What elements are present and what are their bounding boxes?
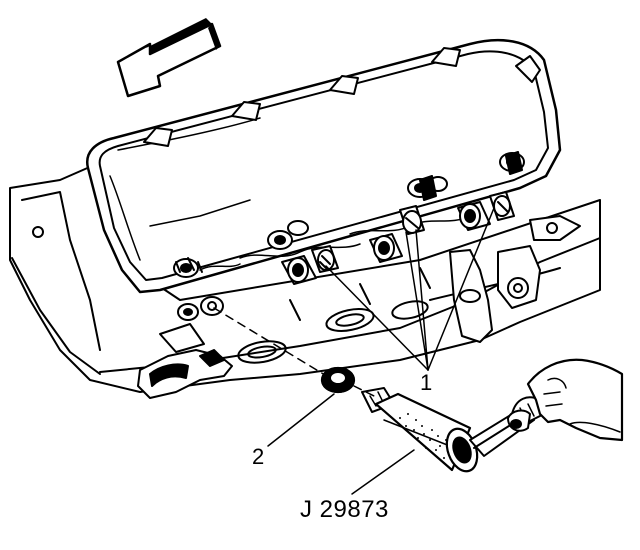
callout-2-leader <box>267 393 335 447</box>
injector-assemblies <box>281 151 523 285</box>
valve-cover <box>85 38 562 294</box>
callout-label-2: 2 <box>252 444 265 469</box>
assembly-line <box>213 307 375 397</box>
hand <box>507 358 624 442</box>
bracket <box>137 323 233 399</box>
tool-callout-leader <box>351 449 415 495</box>
callout-1-leaders <box>325 207 495 371</box>
cylinder-head <box>9 149 601 393</box>
front-direction-arrow-icon <box>116 18 222 98</box>
callout-label-1: 1 <box>420 370 433 395</box>
tool-number-label: J 29873 <box>300 496 389 523</box>
seal-part <box>320 366 356 394</box>
tool-j29873 <box>361 387 545 473</box>
